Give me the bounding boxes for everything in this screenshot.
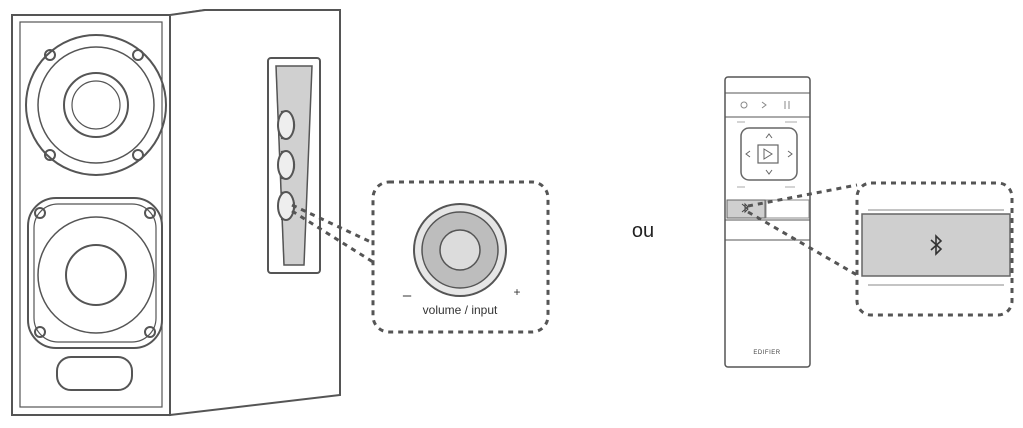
volume-input-knob-enlarged[interactable]: [413, 203, 507, 297]
mute-icon[interactable]: [761, 101, 767, 109]
or-separator: ou: [632, 220, 654, 242]
right-arrow-icon[interactable]: [787, 150, 793, 158]
knob-minus-label: –: [403, 287, 412, 304]
bluetooth-callout: [855, 181, 1014, 317]
power-icon[interactable]: [740, 101, 748, 109]
remote-right-button[interactable]: [765, 199, 810, 219]
speaker-front-inner: [19, 21, 163, 408]
remote-small-labels: [737, 121, 797, 188]
remote-brand-logo: EDIFIER: [753, 350, 780, 356]
tweeter: [25, 34, 167, 176]
ok-button[interactable]: [757, 144, 779, 164]
remote-top-buttons: [740, 101, 790, 109]
speaker: [11, 9, 341, 417]
remote-dpad: [740, 127, 798, 181]
down-arrow-icon[interactable]: [765, 169, 773, 175]
knob-callout: – + volume / input: [371, 180, 550, 334]
source-icon[interactable]: [784, 101, 790, 109]
bluetooth-callout-leader: [747, 183, 858, 277]
knob-plus-label: +: [513, 285, 520, 299]
speaker-knob[interactable]: [277, 150, 296, 180]
up-arrow-icon[interactable]: [765, 133, 773, 139]
control-panel: [267, 57, 321, 274]
knob-callout-leader: [291, 203, 374, 264]
speaker-knob[interactable]: [277, 110, 296, 140]
play-icon[interactable]: [763, 148, 773, 160]
svg-text:EDIFIER: EDIFIER: [753, 350, 780, 356]
bluetooth-icon: [741, 202, 749, 214]
bass-port: [56, 356, 133, 391]
woofer: [27, 197, 163, 349]
knob-function-label: volume / input: [423, 303, 498, 317]
left-arrow-icon[interactable]: [745, 150, 751, 158]
bluetooth-icon: [930, 234, 943, 256]
